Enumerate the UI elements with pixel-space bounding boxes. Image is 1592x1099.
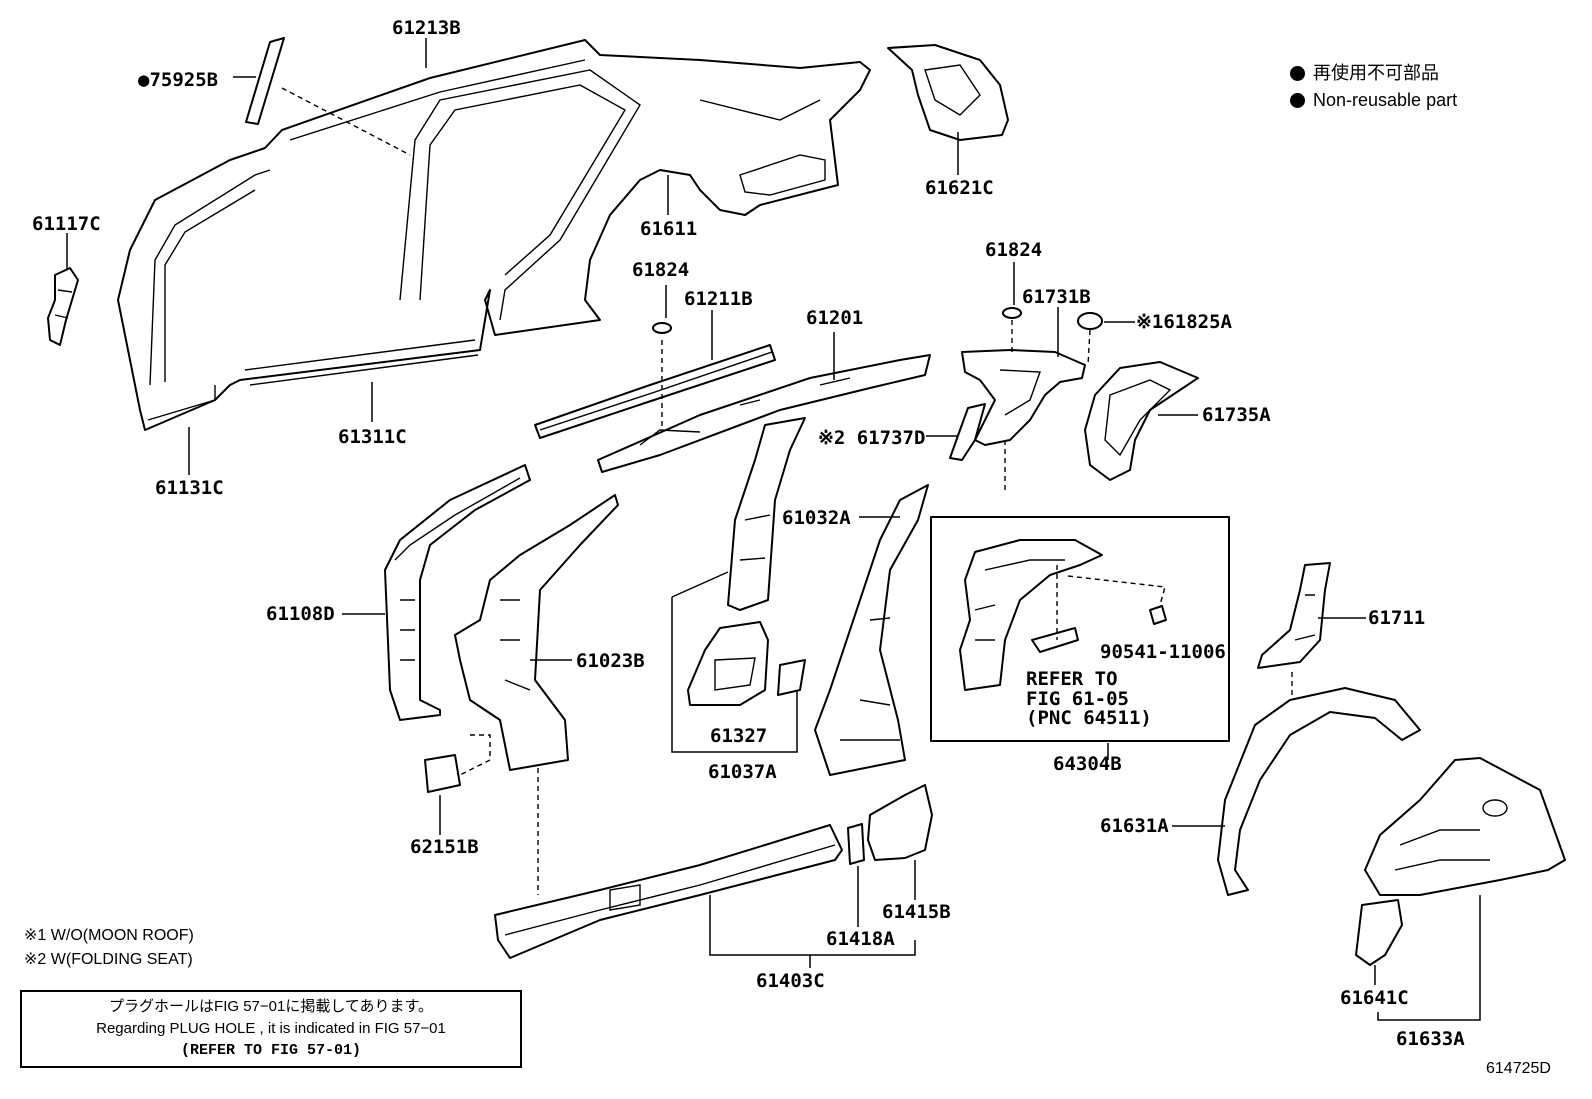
label-61621C: 61621C	[925, 177, 994, 199]
clip-90541-11006	[1149, 605, 1167, 625]
label-61211B: 61211B	[684, 288, 753, 310]
rail-61201	[597, 354, 931, 473]
label-61311C: 61311C	[338, 426, 407, 448]
label-61131C: 61131C	[155, 477, 224, 499]
label-75925B: ●75925B	[138, 69, 218, 91]
label-61731B: 61731B	[1022, 286, 1091, 308]
label-61611: 61611	[640, 218, 697, 240]
bullet-icon	[1290, 93, 1305, 108]
label-refer-line2: FIG 61-05	[1026, 688, 1129, 710]
label-61403C: 61403C	[756, 970, 825, 992]
label-90541-11006: 90541-11006	[1100, 641, 1226, 663]
label-61327: 61327	[710, 725, 767, 747]
label-61631A: 61631A	[1100, 815, 1169, 837]
bracket-pnc-64511	[1031, 627, 1079, 653]
part-61631A	[1217, 687, 1421, 896]
label-61023B: 61023B	[576, 650, 645, 672]
bullet-icon	[1290, 66, 1305, 81]
bracket-61117C	[47, 267, 79, 346]
label-refer-line3: (PNC 64511)	[1026, 707, 1152, 729]
part-64304B	[959, 539, 1103, 691]
part-61403C	[494, 824, 843, 959]
part-62151B	[424, 754, 461, 793]
legend-row-jp: 再使用不可部品	[1290, 60, 1457, 87]
part-61641C	[1355, 899, 1403, 966]
label-61735A: 61735A	[1202, 404, 1271, 426]
part-61023B	[454, 494, 619, 771]
label-61213B: 61213B	[392, 17, 461, 39]
legend-text-jp: 再使用不可部品	[1313, 63, 1439, 83]
assembly-lines	[281, 87, 1293, 895]
label-61737D: ※2 61737D	[818, 427, 925, 449]
part-61633A	[1364, 757, 1566, 896]
leader-lines	[66, 38, 1481, 1021]
part-61108D	[384, 464, 531, 721]
label-refer-line1: REFER TO	[1026, 668, 1118, 690]
plug-hole-line-ref: (REFER TO FIG 57-01)	[180, 1042, 362, 1059]
legend: 再使用不可部品 Non-reusable part	[1290, 60, 1457, 114]
notes: ※1 W/O(MOON ROOF) ※2 W(FOLDING SEAT)	[24, 924, 194, 972]
label-61201: 61201	[806, 307, 863, 329]
plug-hole-line-jp: プラグホールはFIG 57−01に掲載してあります。	[109, 998, 433, 1015]
note-1: ※1 W/O(MOON ROOF)	[24, 924, 194, 948]
part-61735A	[1084, 361, 1199, 481]
figure-code: 614725D	[1486, 1060, 1551, 1077]
legend-text-en: Non-reusable part	[1313, 90, 1458, 110]
note-2-text: W(FOLDING SEAT)	[50, 951, 193, 968]
strip-75925B	[245, 37, 285, 125]
label-61824-left: 61824	[632, 259, 689, 281]
label-64304B: 64304B	[1053, 753, 1122, 775]
label-61117C: 61117C	[32, 213, 101, 235]
part-61415B	[867, 784, 933, 861]
part-labels: ●75925B 61213B 61117C 61611 61621C 61824…	[32, 17, 1465, 1050]
part-61032A	[814, 484, 929, 776]
label-61032A: 61032A	[782, 507, 851, 529]
plug-hole-note-box: プラグホールはFIG 57−01に掲載してあります。 Regarding PLU…	[20, 990, 522, 1068]
label-61825A: ※161825A	[1136, 311, 1233, 333]
label-61418A: 61418A	[826, 928, 895, 950]
grommet-61825A	[1077, 312, 1103, 330]
note-2: ※2 W(FOLDING SEAT)	[24, 948, 194, 972]
plug-hole-line-en: Regarding PLUG HOLE , it is indicated in…	[96, 1020, 446, 1037]
part-61731B	[961, 349, 1086, 446]
label-61037A: 61037A	[708, 761, 777, 783]
part-61037A-upper	[727, 417, 806, 611]
note-2-mark: ※2	[24, 951, 47, 968]
label-61108D: 61108D	[266, 603, 335, 625]
part-61711	[1257, 562, 1331, 669]
label-61641C: 61641C	[1340, 987, 1409, 1009]
label-61633A: 61633A	[1396, 1028, 1465, 1050]
side-outer-panel	[117, 39, 871, 431]
rail-61211B	[534, 344, 776, 439]
note-1-mark: ※1	[24, 927, 47, 944]
part-61621C	[887, 44, 1009, 141]
part-61737D	[949, 403, 986, 461]
part-61418A	[847, 823, 865, 865]
note-1-text: W/O(MOON ROOF)	[50, 927, 194, 944]
label-61711: 61711	[1368, 607, 1425, 629]
label-61824-right: 61824	[985, 239, 1042, 261]
label-62151B: 62151B	[410, 836, 479, 858]
part-61327	[687, 621, 806, 706]
label-61415B: 61415B	[882, 901, 951, 923]
grommet-61824a	[652, 322, 672, 334]
legend-row-en: Non-reusable part	[1290, 87, 1457, 114]
grommet-61824b	[1002, 307, 1022, 319]
